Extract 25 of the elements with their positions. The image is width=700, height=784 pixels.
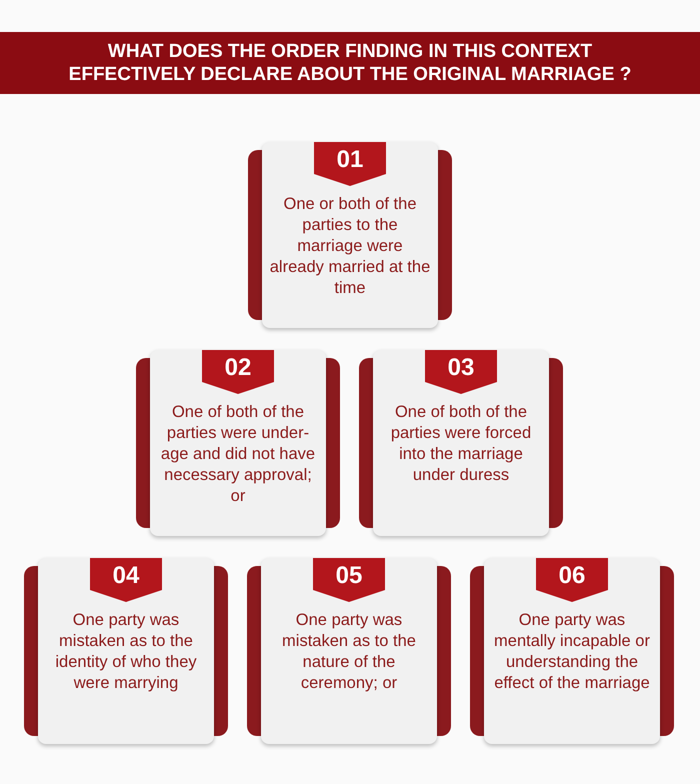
title-banner: WHAT DOES THE ORDER FINDING IN THIS CONTEXT EFFECTIVELY DECLARE ABOUT THE ORIGINAL MARRIAGE ? bbox=[0, 32, 700, 94]
card bbox=[38, 558, 214, 744]
card-text: One of both of the parties were under-age and did not have necessary approval; or bbox=[160, 402, 316, 507]
card bbox=[373, 350, 549, 536]
card-text: One party was mistaken as to the identity of who they were marrying bbox=[54, 610, 198, 694]
card bbox=[262, 142, 438, 328]
card bbox=[261, 558, 437, 744]
card-text: One of both of the parties were forced into the marriage under duress bbox=[390, 402, 532, 486]
ribbon-banner bbox=[202, 350, 274, 394]
step-number: 05 bbox=[334, 562, 364, 590]
step-number: 04 bbox=[112, 562, 140, 590]
card-text: One party was mistaken as to the nature of the ceremony; or bbox=[281, 610, 417, 694]
ribbon-banner bbox=[425, 350, 497, 394]
ribbon-banner bbox=[314, 142, 386, 186]
card bbox=[484, 558, 660, 744]
ribbon-banner bbox=[313, 558, 385, 602]
card-text: One or both of the parties to the marriage were already married at the time bbox=[268, 194, 432, 299]
card-text: One party was mentally incapable or understanding the effect of the marriage bbox=[493, 610, 651, 694]
step-number: 01 bbox=[336, 146, 364, 174]
ribbon-banner bbox=[536, 558, 608, 602]
step-number: 02 bbox=[224, 354, 252, 382]
card bbox=[150, 350, 326, 536]
step-number: 03 bbox=[446, 354, 476, 382]
ribbon-banner bbox=[90, 558, 162, 602]
step-number: 06 bbox=[558, 562, 586, 590]
